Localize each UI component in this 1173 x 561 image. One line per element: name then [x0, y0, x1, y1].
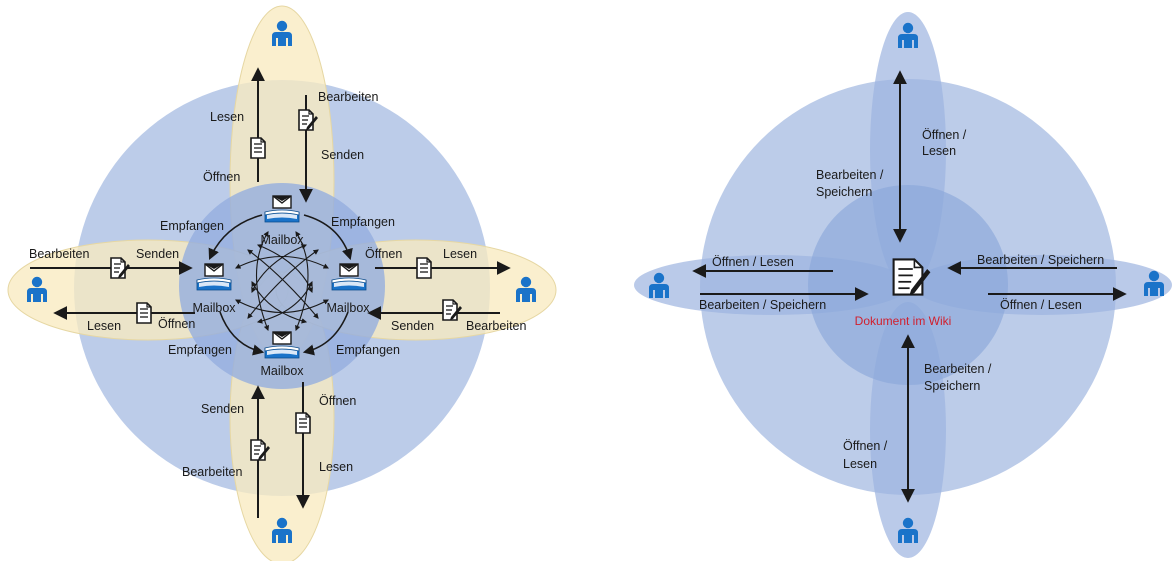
label-read: Lesen [922, 144, 956, 158]
right-labels: Öffnen / Lesen Bearbeiten / Speichern Öf… [699, 128, 1104, 471]
label-save: Speichern [924, 379, 980, 393]
mailbox-label: Mailbox [260, 233, 304, 247]
label-send: Senden [201, 402, 244, 416]
label-receive: Empfangen [168, 343, 232, 357]
mailbox-right: Mailbox [326, 263, 370, 315]
label-open: Öffnen / [922, 128, 967, 142]
label-edit: Bearbeiten / [924, 362, 992, 376]
label-open: Öffnen / [843, 439, 888, 453]
label-send: Senden [391, 319, 434, 333]
wiki-diagram: Dokument im Wiki Öffnen / Lesen Bearbeit… [634, 12, 1172, 558]
label-edit: Bearbeiten [466, 319, 527, 333]
label-open: Öffnen [365, 247, 402, 261]
document-icon [295, 412, 311, 434]
label-read: Lesen [210, 110, 244, 124]
label-open-read: Öffnen / Lesen [712, 255, 794, 269]
label-send: Senden [136, 247, 179, 261]
label-read: Lesen [843, 457, 877, 471]
mailbox-label: Mailbox [192, 301, 236, 315]
label-receive: Empfangen [331, 215, 395, 229]
label-read: Lesen [87, 319, 121, 333]
document-icon [416, 257, 432, 279]
label-edit-save: Bearbeiten / Speichern [699, 298, 826, 312]
label-save: Speichern [816, 185, 872, 199]
label-open-read: Öffnen / Lesen [1000, 298, 1082, 312]
label-send: Senden [321, 148, 364, 162]
label-edit: Bearbeiten [318, 90, 379, 104]
mailbox-bottom: Mailbox [260, 331, 304, 378]
email-diagram: Mailbox Mailbox Mailbox Mailbox Lesen Be… [7, 5, 557, 561]
mailbox-top: Mailbox [260, 195, 304, 247]
label-open: Öffnen [158, 317, 195, 331]
document-icon [136, 302, 152, 324]
label-open: Öffnen [319, 394, 356, 408]
label-edit: Bearbeiten [29, 247, 90, 261]
mailbox-left: Mailbox [192, 263, 236, 315]
label-read: Lesen [319, 460, 353, 474]
wiki-document-label: Dokument im Wiki [855, 314, 952, 328]
label-receive: Empfangen [336, 343, 400, 357]
label-read: Lesen [443, 247, 477, 261]
label-open: Öffnen [203, 170, 240, 184]
mailbox-label: Mailbox [260, 364, 304, 378]
label-edit-save: Bearbeiten / Speichern [977, 253, 1104, 267]
label-edit: Bearbeiten / [816, 168, 884, 182]
receive-arcs [208, 214, 353, 356]
label-edit: Bearbeiten [182, 465, 243, 479]
left-labels: Lesen Bearbeiten Senden Öffnen Empfangen… [29, 90, 527, 479]
document-icon [250, 137, 266, 159]
label-receive: Empfangen [160, 219, 224, 233]
exchange-arrows [235, 231, 329, 332]
wiki-document-icon [892, 258, 931, 296]
mailbox-label: Mailbox [326, 301, 370, 315]
